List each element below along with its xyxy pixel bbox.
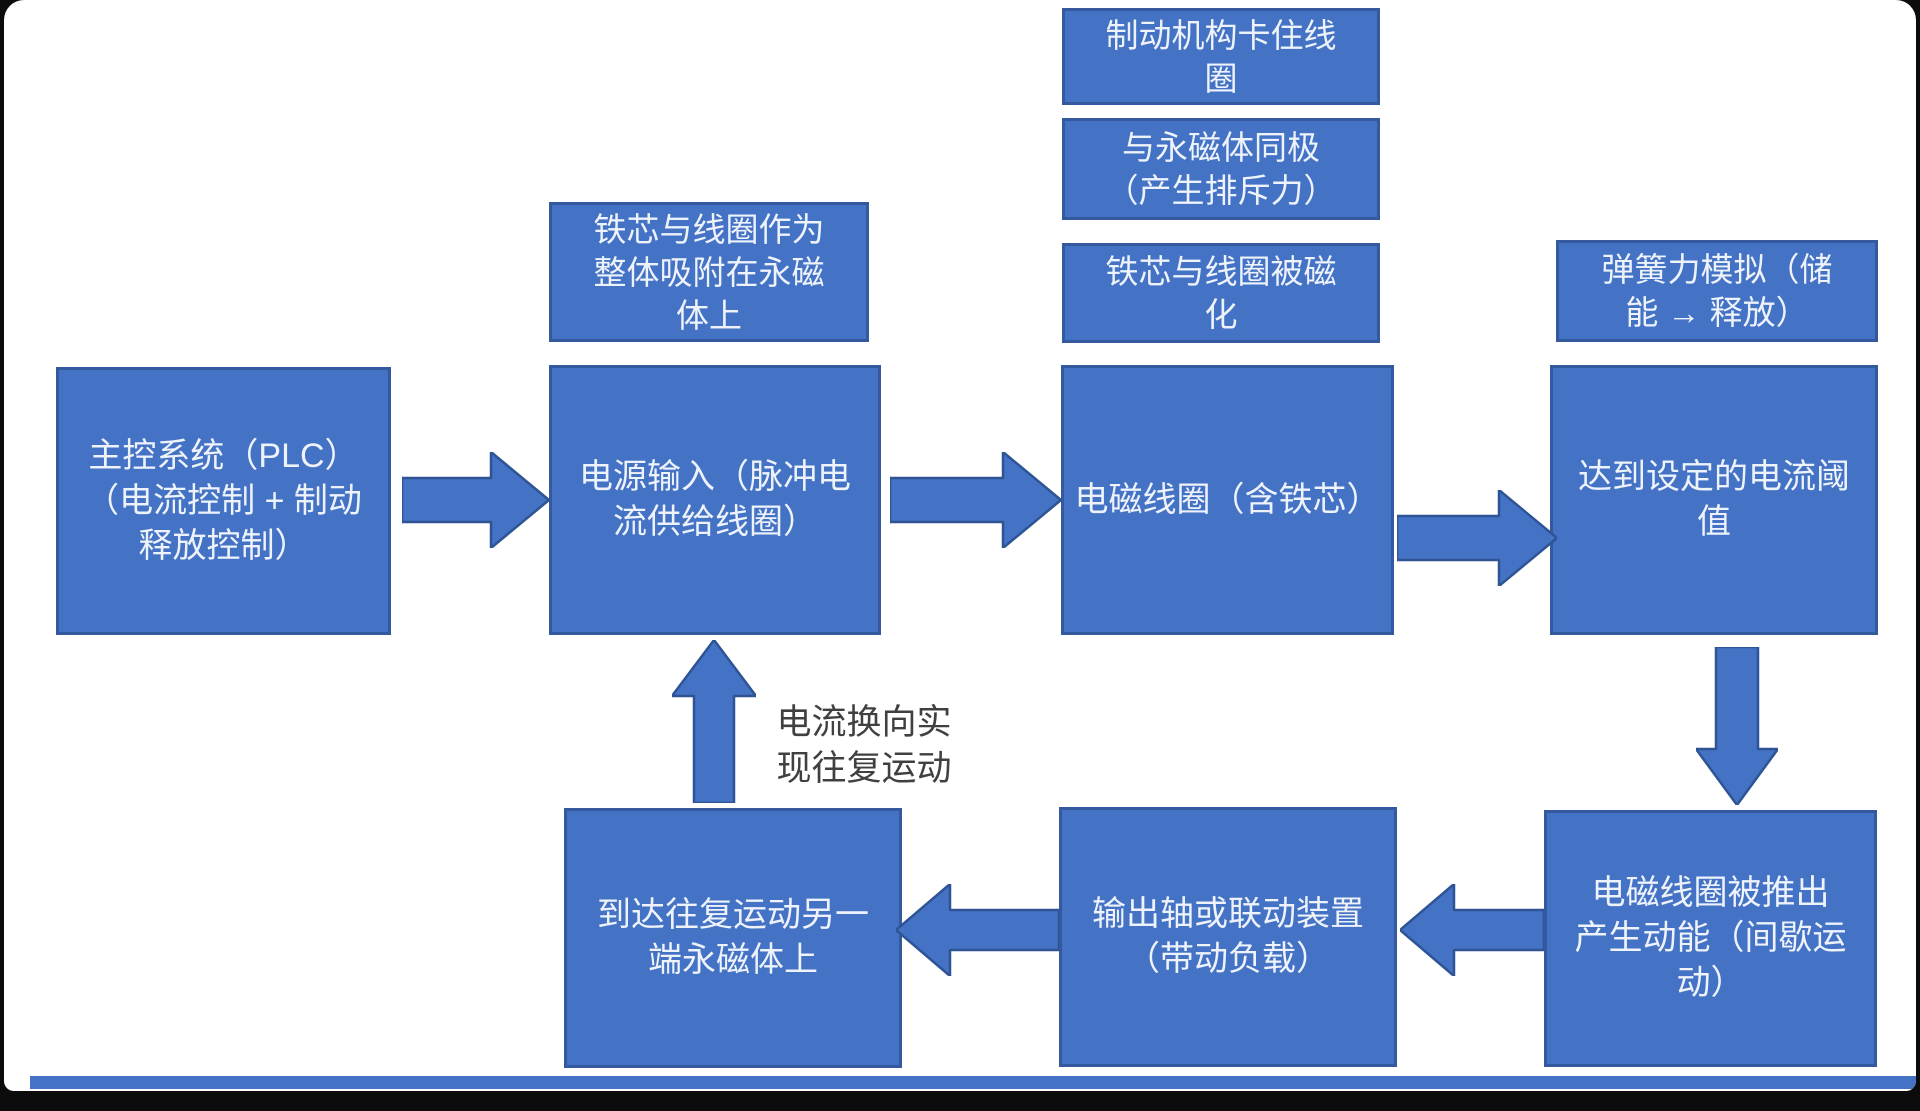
- label-line: 电流换向实: [776, 703, 952, 742]
- arrow-threshold-to-push-icon: [1696, 647, 1778, 805]
- node-text-line: （产生排斥力）: [1105, 172, 1337, 209]
- node-text-line: （电流控制 + 制动: [85, 481, 362, 520]
- node-text-line: 达到设定的电流阈: [1578, 458, 1850, 496]
- arrow-power-to-coil-icon: [890, 452, 1061, 548]
- node-note-magnetized: 铁芯与线圈被磁 化: [1062, 243, 1380, 343]
- node-text-line: 释放控制）: [138, 526, 309, 565]
- arrow-reach-to-power-icon: [672, 640, 756, 803]
- node-text-line: 主控系统（PLC）: [88, 436, 359, 475]
- node-bottom-reach: 到达往复运动另一 端永磁体上: [564, 808, 902, 1068]
- arrow-push-to-output-icon: [1400, 884, 1544, 976]
- node-text-line: 端永磁体上: [648, 941, 818, 979]
- node-text-line: 体上: [676, 296, 742, 334]
- node-note-attach: 铁芯与线圈作为 整体吸附在永磁 体上: [549, 202, 869, 342]
- node-text-line: 整体吸附在永磁: [593, 253, 825, 291]
- node-text-line: 电源输入（脉冲电: [579, 458, 851, 496]
- node-text-line: 圈: [1204, 59, 1238, 97]
- node-text-line: 到达往复运动另一: [597, 896, 869, 934]
- node-note-brake: 制动机构卡住线 圈: [1062, 8, 1380, 105]
- arrow-output-to-reach-icon: [896, 884, 1059, 976]
- node-text-line: 铁芯与线圈作为: [593, 210, 825, 248]
- node-note-same-pole: 与永磁体同极 （产生排斥力）: [1062, 118, 1380, 220]
- node-text-line: 化: [1204, 296, 1238, 333]
- node-text-line: 制动机构卡住线: [1105, 16, 1337, 54]
- node-text-line: 流供给线圈）: [613, 503, 817, 541]
- node-text-line: 值: [1697, 503, 1731, 541]
- node-text-line: 电磁线圈被推出: [1591, 874, 1830, 912]
- node-bottom-output: 输出轴或联动装置 （带动负载）: [1059, 807, 1397, 1067]
- bottom-divider: [30, 1076, 1916, 1089]
- arrow-plc-to-power-icon: [402, 452, 549, 548]
- node-bottom-push: 电磁线圈被推出 产生动能（间歇运 动）: [1544, 810, 1877, 1067]
- node-text-line: 动）: [1676, 964, 1745, 1002]
- node-text-line: 能 → 释放）: [1625, 294, 1809, 331]
- reverse-motion-label: 电流换向实 现往复运动: [749, 700, 979, 792]
- node-main-power: 电源输入（脉冲电 流供给线圈）: [549, 365, 881, 635]
- node-text-line: 产生动能（间歇运: [1574, 919, 1847, 957]
- node-text-line: （带动负载）: [1126, 940, 1330, 978]
- label-line: 现往复运动: [776, 749, 952, 788]
- node-text-line: 电磁线圈（含铁芯）: [1074, 480, 1381, 519]
- node-main-coil: 电磁线圈（含铁芯）: [1061, 365, 1394, 635]
- node-text-line: 与永磁体同极: [1122, 129, 1320, 166]
- slide-canvas: 铁芯与线圈作为 整体吸附在永磁 体上 制动机构卡住线 圈 与永磁体同极 （产生排…: [4, 0, 1916, 1091]
- node-text-line: 输出轴或联动装置: [1092, 895, 1364, 933]
- node-text-line: 弹簧力模拟（储: [1601, 251, 1833, 288]
- node-text-line: 铁芯与线圈被磁: [1105, 253, 1337, 290]
- arrow-coil-to-threshold-icon: [1397, 490, 1557, 586]
- node-main-threshold: 达到设定的电流阈 值: [1550, 365, 1878, 635]
- node-main-plc: 主控系统（PLC） （电流控制 + 制动 释放控制）: [56, 367, 391, 635]
- node-note-spring: 弹簧力模拟（储 能 → 释放）: [1556, 240, 1878, 342]
